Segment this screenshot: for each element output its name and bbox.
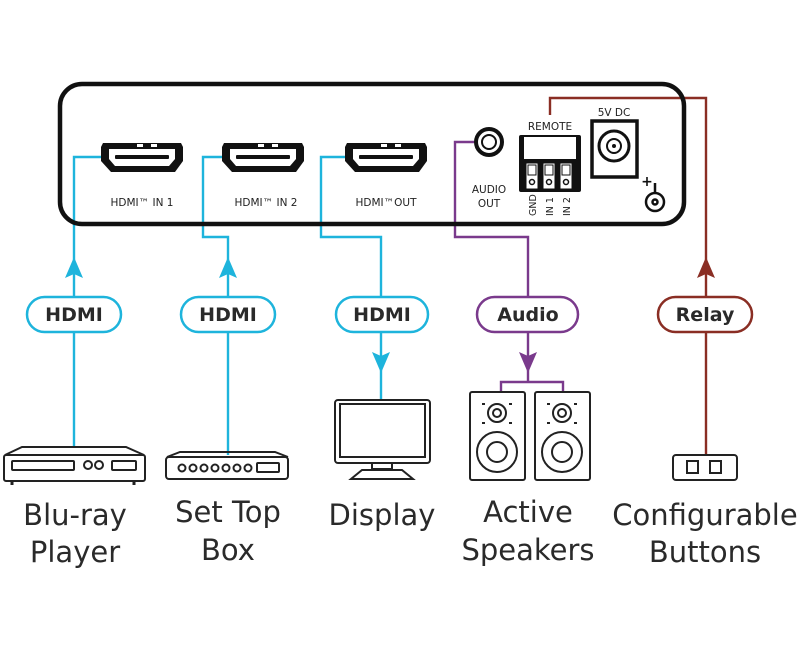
audio-out-label-line2: OUT — [478, 198, 501, 210]
audio-out-arrow — [519, 352, 537, 373]
hdmi-in-1-pill-label: HDMI — [45, 304, 103, 326]
relay-arrow — [697, 257, 715, 278]
audio-out-jack[interactable] — [474, 127, 504, 157]
hdmi-in-2-pill: HDMI — [179, 295, 277, 334]
hdmi-in-2-label: HDMI™ IN 2 — [235, 197, 298, 209]
power-jack[interactable] — [590, 119, 639, 179]
hdmi-out-pill-label: HDMI — [353, 304, 411, 326]
speakers-icon — [469, 391, 591, 481]
stb-label-line1: Set Top — [175, 495, 281, 529]
hdmi-out-cable — [319, 155, 383, 400]
hdmi-in-1-cable — [72, 155, 101, 448]
bluray-label-line2: Player — [30, 535, 120, 569]
power-label: 5V DC — [598, 107, 631, 119]
display-icon — [334, 399, 431, 480]
device-rear-panel — [57, 81, 687, 227]
remote-label: REMOTE — [528, 121, 572, 133]
hdmi-out-label: HDMI™OUT — [355, 197, 417, 209]
polarity-plus: + — [641, 174, 653, 190]
remote-pin-in2: IN 2 — [562, 197, 573, 216]
speakers-label-line1: Active — [483, 495, 573, 529]
buttons-label-line2: Buttons — [649, 535, 761, 569]
remote-terminal-block[interactable] — [519, 135, 581, 192]
hdmi-in-2-arrow — [219, 257, 237, 278]
bluray-player-icon — [3, 446, 146, 485]
audio-out-pill: Audio — [475, 295, 580, 334]
buttons-label-line1: Configurable — [612, 498, 797, 532]
audio-out-cable — [453, 140, 565, 392]
hdmi-out-pill: HDMI — [334, 295, 430, 334]
speaker-dots — [482, 403, 577, 424]
hdmi-out-arrow — [372, 352, 390, 373]
hdmi-out-port[interactable] — [345, 143, 427, 172]
display-label: Display — [329, 498, 436, 532]
set-top-box-icon — [165, 451, 289, 480]
hdmi-in-1-port[interactable] — [101, 143, 183, 172]
audio-out-pill-label: Audio — [497, 304, 558, 326]
bluray-label-line1: Blu-ray — [23, 498, 127, 532]
hdmi-in-2-port[interactable] — [222, 143, 304, 172]
relay-pill-label: Relay — [676, 304, 735, 326]
hdmi-in-1-arrow — [65, 257, 83, 278]
stb-label-line2: Box — [201, 533, 255, 567]
remote-pin-in1: IN 1 — [545, 197, 556, 216]
relay-cable — [548, 96, 708, 455]
hdmi-in-2-pill-label: HDMI — [199, 304, 257, 326]
relay-pill: Relay — [656, 295, 754, 334]
audio-out-label-line1: AUDIO — [472, 184, 506, 196]
hdmi-in-1-label: HDMI™ IN 1 — [111, 197, 174, 209]
speakers-label-line2: Speakers — [461, 533, 594, 567]
polarity-icon — [644, 183, 666, 213]
buttons-icon — [672, 454, 738, 481]
remote-pin-gnd: GND — [528, 194, 539, 216]
hdmi-in-1-pill: HDMI — [25, 295, 123, 334]
